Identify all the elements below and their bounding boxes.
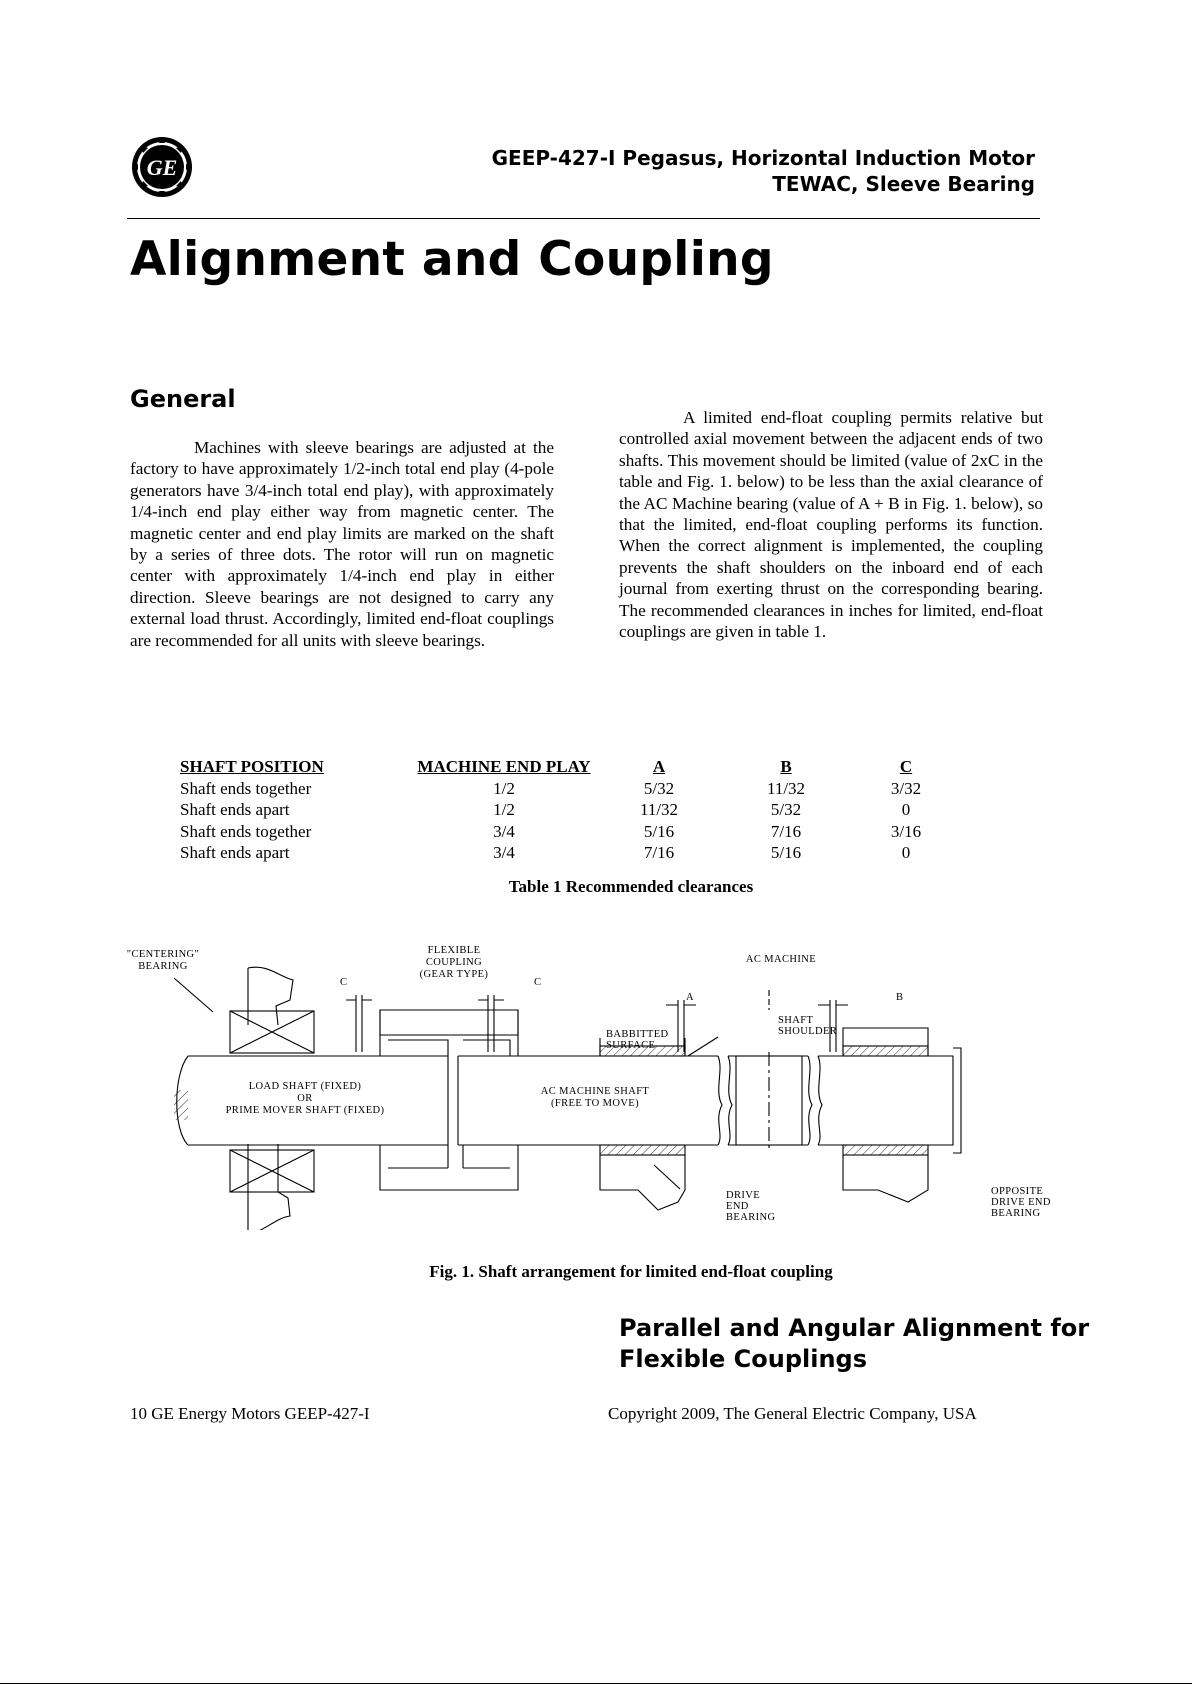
label-dim-b: B [896,992,903,1003]
label-centering: BEARING [138,961,187,972]
page-bottom-rule [0,1683,1192,1684]
column-header: B [780,757,792,776]
table-cell: 3/16 [890,821,922,841]
label-ac-machine-shaft: AC MACHINE SHAFT [541,1086,650,1097]
label-shaft-shoulder: SHOULDER [778,1026,837,1037]
footer-page-info: 10 GE Energy Motors GEEP-427-I [130,1404,370,1423]
centering-bearing-top [229,1010,315,1054]
section-heading-general: General [130,385,236,413]
table-cell: Shaft ends together [180,778,312,798]
label-shaft-shoulder: SHAFT [778,1015,813,1026]
table-row: Shaft ends together 3/4 5/16 7/16 3/16 [170,821,966,843]
table-cell: 11/32 [766,778,806,798]
label-ac-machine-shaft: (FREE TO MOVE) [551,1098,639,1109]
paragraph-end-play: Machines with sleeve bearings are adjust… [130,437,554,651]
table-cell: 3/4 [493,843,515,862]
label-drive-end-bearing: BEARING [726,1212,775,1223]
label-flexible-coupling: COUPLING [426,957,482,968]
table-cell: 3/4 [493,821,515,841]
label-c-right: C [534,977,541,988]
label-opposite-drive-end-bearing: OPPOSITE [991,1186,1043,1197]
header-rule [127,218,1040,219]
clearance-table: SHAFT POSITION MACHINE END PLAY A B C Sh… [170,756,966,864]
table-caption: Table 1 Recommended clearances [508,877,754,896]
column-header: A [652,757,666,776]
table-cell: 5/16 [770,843,802,862]
table-cell: 5/32 [643,778,675,798]
label-ac-machine: AC MACHINE [746,954,816,965]
table-cell: 7/16 [643,843,675,862]
label-centering: "CENTERING" [127,949,199,960]
label-dim-a: A [686,992,694,1003]
table-cell: 1/2 [493,800,515,819]
paragraph-text: Machines with sleeve bearings are adjust… [130,438,554,650]
table-cell: 5/16 [643,821,675,841]
table-cell: Shaft ends together [180,821,312,841]
table-cell: 1/2 [493,778,515,798]
table-cell: Shaft ends apart [180,843,290,862]
label-babbitted: SURFACE [606,1040,655,1051]
section-heading-parallel-angular: Parallel and Angular Alignment for Flexi… [619,1314,1090,1373]
label-opposite-drive-end-bearing: DRIVE END [991,1197,1051,1208]
label-load-shaft: OR [297,1093,312,1104]
label-c-left: C [340,977,347,988]
table-row: Shaft ends apart 3/4 7/16 5/16 0 [170,842,966,864]
table-cell: 7/16 [770,821,802,841]
column-header: MACHINE END PLAY [417,757,591,776]
centering-bearing-bottom [229,1149,315,1193]
figure-caption: Fig. 1. Shaft arrangement for limited en… [429,1262,833,1281]
svg-text:GE: GE [147,155,178,180]
label-load-shaft: PRIME MOVER SHAFT (FIXED) [226,1105,385,1116]
page-title: Alignment and Coupling [130,232,774,287]
label-babbitted: BABBITTED [606,1029,669,1040]
label-opposite-drive-end-bearing: BEARING [991,1208,1040,1219]
document-subtitle: TEWAC, Sleeve Bearing [772,172,1035,196]
table-cell: 11/32 [639,800,679,819]
ge-logo: GE [132,137,192,197]
paragraph-end-float-coupling: A limited end-float coupling permits rel… [619,407,1043,642]
document-title: GEEP-427-I Pegasus, Horizontal Induction… [491,146,1035,170]
column-header: SHAFT POSITION [180,757,324,776]
table-cell: 5/32 [770,800,802,819]
label-flexible-coupling: FLEXIBLE [428,945,481,956]
table-row: Shaft ends together 1/2 5/32 11/32 3/32 [170,778,966,800]
label-load-shaft: LOAD SHAFT (FIXED) [249,1081,362,1092]
column-header: C [899,757,913,776]
table-cell: 0 [901,843,911,862]
footer-copyright: Copyright 2009, The General Electric Com… [608,1404,977,1423]
paragraph-text: A limited end-float coupling permits rel… [619,408,1043,642]
table-cell: 0 [901,800,911,819]
table-cell: Shaft ends apart [180,800,290,819]
table-row: Shaft ends apart 1/2 11/32 5/32 0 [170,799,966,821]
label-drive-end-bearing: DRIVE [726,1190,760,1201]
label-flexible-coupling: (GEAR TYPE) [420,969,489,980]
table-cell: 3/32 [890,778,922,798]
shaft-arrangement-diagram: "CENTERING" BEARING FLEXIBLE COUPLING (G… [127,945,1051,1230]
label-drive-end-bearing: END [726,1201,749,1212]
table-header-row: SHAFT POSITION MACHINE END PLAY A B C [170,756,966,778]
